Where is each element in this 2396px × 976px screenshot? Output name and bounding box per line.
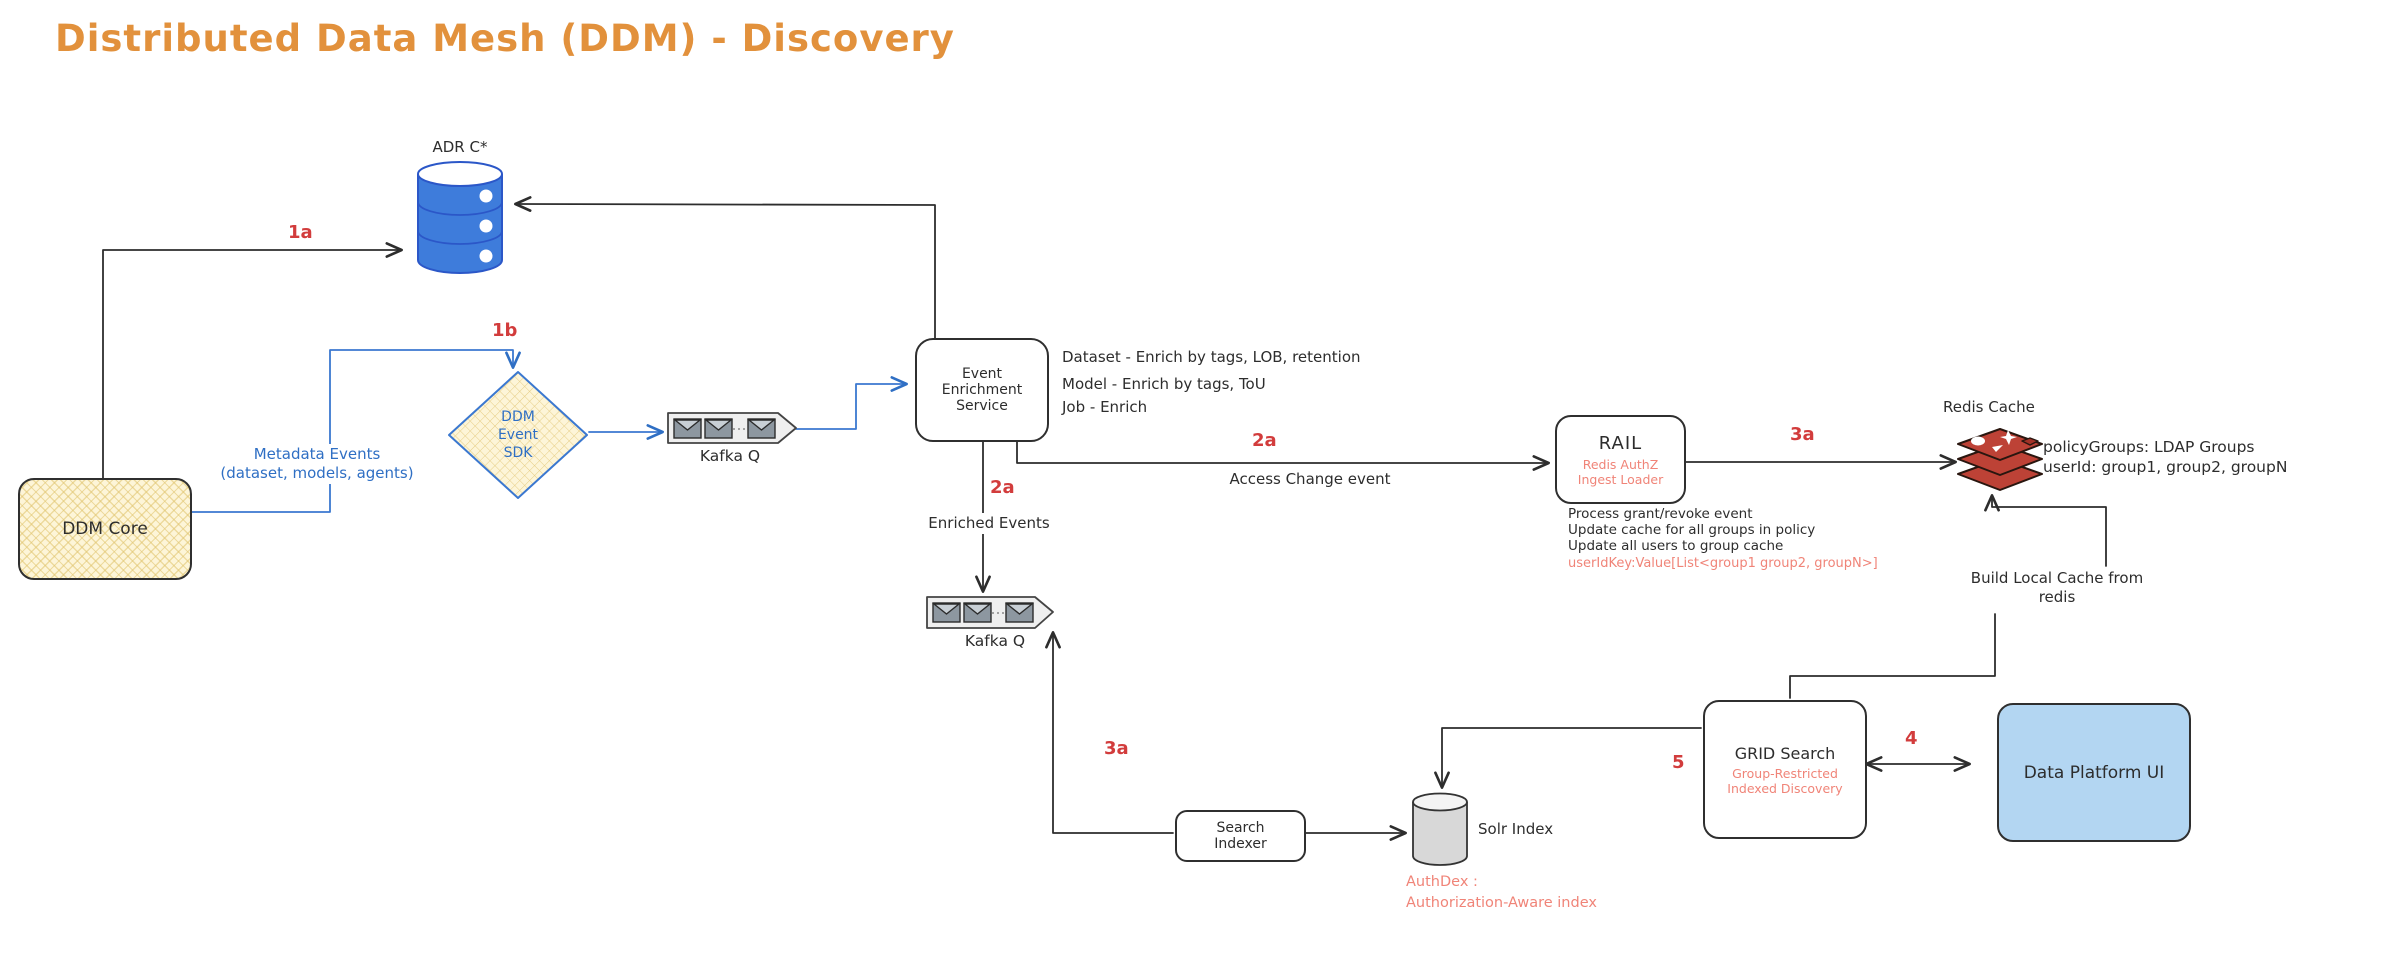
rail-subtitle: Redis AuthZ Ingest Loader <box>1577 456 1664 487</box>
grid-search-subtitle: Group-Restricted Indexed Discovery <box>1727 765 1843 796</box>
adr-database-icon[interactable] <box>417 161 503 274</box>
adr-label: ADR C* <box>432 138 488 156</box>
arrow-metadata-events-1b <box>189 349 521 513</box>
build-local-cache-label: Build Local Cache from redis <box>1953 568 2161 608</box>
kafka-queue-2-icon[interactable] <box>926 596 1054 629</box>
enriched-events-label: Enriched Events <box>905 513 1073 534</box>
redis-cache-label: Redis Cache <box>1943 398 2035 416</box>
rail-key-note: userIdKey:Value[List<group1 group2, grou… <box>1568 556 1878 571</box>
arrow-indexer-to-kafka2-3a <box>1045 631 1174 834</box>
search-indexer-node[interactable]: Search Indexer <box>1175 810 1306 862</box>
data-platform-ui-node[interactable]: Data Platform UI <box>1997 703 2191 842</box>
step-1a-label: 1a <box>288 222 313 243</box>
page-title: Distributed Data Mesh (DDM) - Discovery <box>55 17 955 60</box>
arrow-ddmcore-to-adr-1a <box>102 242 403 479</box>
ddm-core-node[interactable]: DDM Core <box>18 478 192 580</box>
line-grid-to-build-cache <box>1789 613 1996 699</box>
step-4-label: 4 <box>1905 728 1918 749</box>
kafka-q2-label: Kafka Q <box>964 632 1026 650</box>
rail-note-1: Process grant/revoke event <box>1568 506 1753 522</box>
redis-icon[interactable] <box>1957 428 2043 491</box>
access-change-label: Access Change event <box>1229 470 1391 488</box>
grid-search-node[interactable]: GRID Search Group-Restricted Indexed Dis… <box>1703 700 1867 839</box>
solr-database-icon[interactable] <box>1412 792 1468 866</box>
grid-search-title: GRID Search <box>1734 743 1836 763</box>
event-enrichment-node[interactable]: Event Enrichment Service <box>915 338 1049 442</box>
enrichment-note-model: Model - Enrich by tags, ToU <box>1062 375 1266 393</box>
enrichment-note-dataset: Dataset - Enrich by tags, LOB, retention <box>1062 348 1361 366</box>
search-indexer-label: Search Indexer <box>1214 820 1267 852</box>
arrow-enrichment-to-adr <box>514 196 936 339</box>
event-enrichment-label: Event Enrichment Service <box>941 366 1023 414</box>
kafka-queue-1-icon[interactable] <box>667 412 797 444</box>
step-2a-enriched-label: 2a <box>990 477 1015 498</box>
step-2a-access-label: 2a <box>1252 430 1277 451</box>
kafka-q1-label: Kafka Q <box>699 447 761 465</box>
arrow-access-change-to-rail <box>1016 441 1550 471</box>
rail-note-3: Update all users to group cache <box>1568 538 1784 554</box>
metadata-events-label: Metadata Events (dataset, models, agents… <box>208 444 426 484</box>
rail-node[interactable]: RAIL Redis AuthZ Ingest Loader <box>1555 415 1686 504</box>
data-platform-ui-label: Data Platform UI <box>2023 762 2165 783</box>
ddm-event-sdk-diamond[interactable] <box>448 371 588 499</box>
step-5-label: 5 <box>1672 752 1685 773</box>
arrow-build-cache-to-redis <box>1984 494 2107 567</box>
solr-index-label: Solr Index <box>1478 820 1554 838</box>
step-1b-label: 1b <box>492 320 518 341</box>
step-3a-redis-label: 3a <box>1790 424 1815 445</box>
step-3a-index-label: 3a <box>1104 738 1129 759</box>
redis-policy-note: policyGroups: LDAP Groups userId: group1… <box>2043 438 2288 476</box>
rail-note-2: Update cache for all groups in policy <box>1568 522 1816 538</box>
ddm-core-label: DDM Core <box>62 519 148 539</box>
rail-title: RAIL <box>1598 432 1643 454</box>
arrow-grid-to-solr <box>1434 727 1702 789</box>
authdex-note: AuthDex : Authorization-Aware index <box>1406 874 1597 912</box>
enrichment-note-job: Job - Enrich <box>1062 398 1148 416</box>
arrow-kafka1-to-enrichment <box>795 376 908 430</box>
ddm-event-sdk-label: DDM Event SDK <box>497 409 539 462</box>
